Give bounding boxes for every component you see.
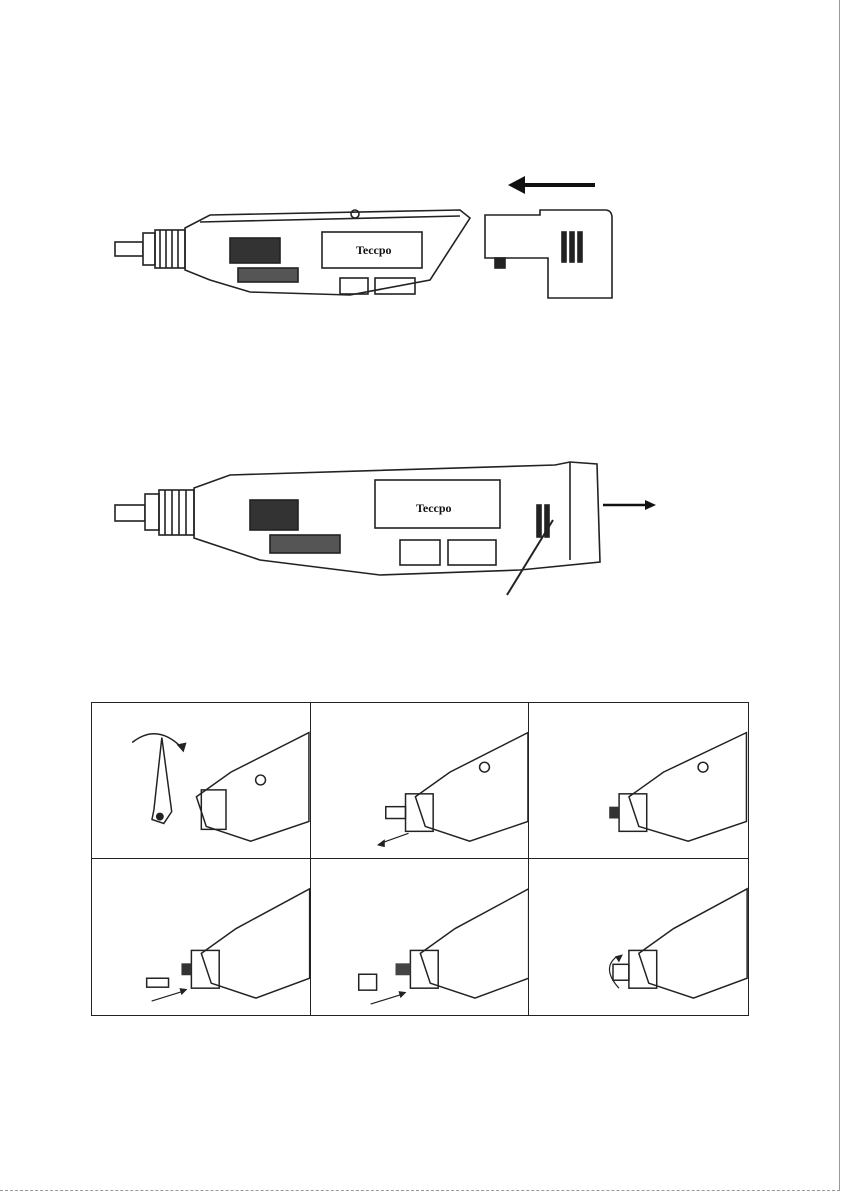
- step-4-collet-insert: [92, 859, 311, 1015]
- battery-pack: [485, 210, 612, 298]
- nut-insert-icon: [311, 859, 529, 1015]
- step-3-spindle: [529, 703, 748, 859]
- brand-logo: Teccpo: [356, 243, 392, 257]
- step-1-wrench: [92, 703, 311, 859]
- collet-insert-icon: [92, 859, 310, 1015]
- spindle-icon: [529, 703, 748, 858]
- arrow-right-icon: [603, 500, 656, 510]
- rotary-tool-body: [115, 210, 470, 295]
- step-6-nut-tighten: [529, 859, 748, 1015]
- arrow-left-icon: [508, 176, 595, 194]
- figure-remove-battery: Teccpo: [100, 450, 680, 600]
- step-2-collet-removed: [311, 703, 530, 859]
- collet-removed-icon: [311, 703, 529, 858]
- brand-logo: Teccpo: [416, 501, 452, 515]
- wrench-icon: [92, 703, 310, 858]
- rotary-tool-assembled: [115, 462, 600, 595]
- collet-steps-grid: [91, 702, 749, 1016]
- step-5-nut-insert: [311, 859, 530, 1015]
- nut-tighten-icon: [529, 859, 748, 1015]
- figure-insert-battery: Teccpo: [100, 170, 660, 310]
